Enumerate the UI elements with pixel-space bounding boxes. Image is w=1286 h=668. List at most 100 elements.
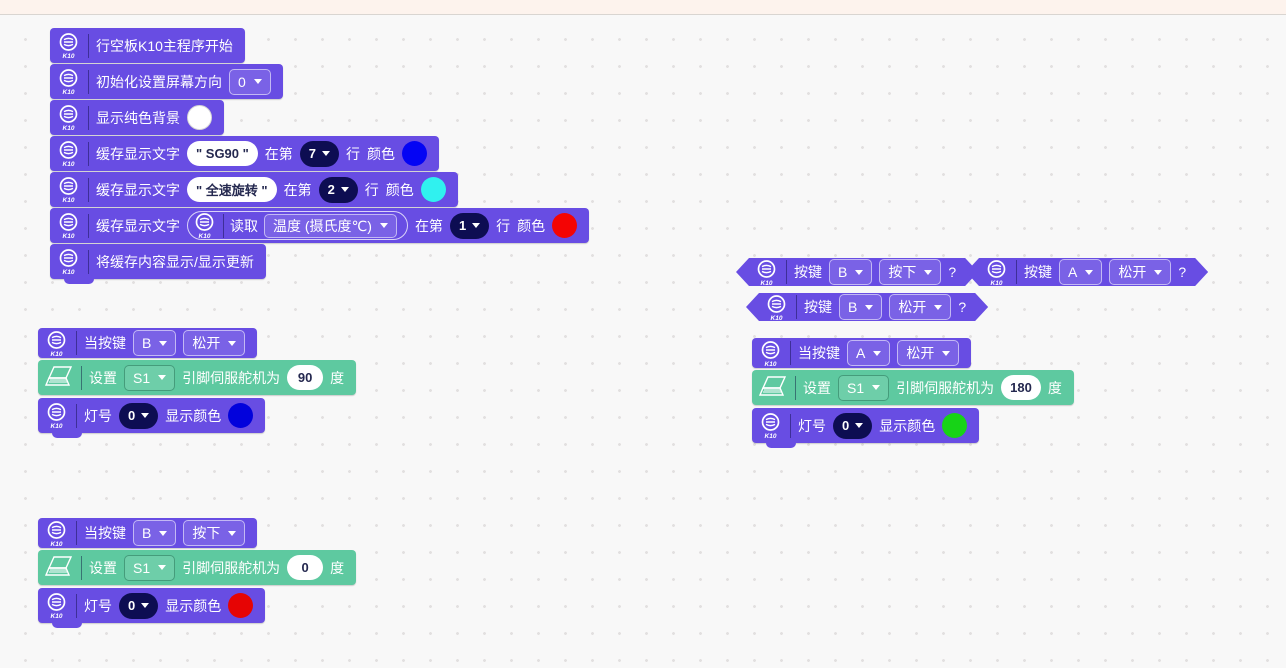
led-index-dropdown[interactable]: 0 [119,402,159,429]
text-color-swatch[interactable] [552,213,578,238]
separator [795,375,796,400]
block-led-color-red[interactable]: K10 灯号 0 显示颜色 [38,588,266,628]
block-label: 颜色 [517,217,546,234]
led-color-swatch[interactable] [228,403,254,428]
block-when-key-b-release[interactable]: K10 当按键 B 松开 [38,316,258,358]
line-number-dropdown[interactable]: 7 [299,140,340,167]
block-set-servo-180[interactable]: 设置 S1 引脚伺服舵机为 180 度 [752,370,1074,405]
k10-board-icon: K10 [56,140,81,167]
block-set-servo-0[interactable]: 设置 S1 引脚伺服舵机为 0 度 [38,550,357,585]
block-label: 在第 [283,181,312,198]
key-dropdown[interactable]: B [133,520,177,546]
laptop-icon [44,555,74,580]
led-color-swatch[interactable] [942,413,968,438]
led-index-dropdown[interactable]: 0 [833,412,873,439]
block-init-screen-direction[interactable]: K10 初始化设置屏幕方向 0 [50,64,283,99]
servo-pin-dropdown[interactable]: S1 [124,364,176,391]
block-label: 度 [1047,379,1062,396]
key-state-dropdown[interactable]: 松开 [897,340,960,366]
block-bool-key-b-released[interactable]: K10 按键 B 松开 ? [746,293,988,321]
block-label: 行 [364,181,379,198]
block-cache-text-fullspeed[interactable]: K10 缓存显示文字 " 全速旋转 " 在第 2 行 颜色 [50,172,458,207]
servo-pin-dropdown[interactable]: S1 [838,374,890,401]
separator [790,341,791,365]
servo-angle-input[interactable]: 90 [287,365,324,390]
block-label: 缓存显示文字 [96,145,180,162]
text-color-swatch[interactable] [402,141,428,166]
question-mark-label: ? [948,264,957,280]
dropdown-value: A [1068,264,1078,280]
block-when-key-a-release[interactable]: K10 当按键 A 松开 [752,326,972,368]
servo-angle-input[interactable]: 180 [1001,375,1041,400]
dropdown-caret-icon [253,79,262,84]
dropdown-value: B [142,525,152,541]
block-show-solid-background[interactable]: K10 显示纯色背景 [50,100,224,135]
key-state-dropdown[interactable]: 松开 [183,330,246,356]
text-color-swatch[interactable] [420,177,446,202]
key-dropdown[interactable]: B [133,330,177,356]
block-label: 行空板K10主程序开始 [96,37,233,54]
block-led-color-green[interactable]: K10 灯号 0 显示颜色 [752,408,980,448]
key-dropdown[interactable]: B [839,294,882,320]
block-label: 当按键 [84,335,126,351]
read-sensor-reporter-block[interactable]: K10 读取 温度 (摄氏度℃) [187,211,408,240]
separator [81,365,82,390]
servo-pin-dropdown[interactable]: S1 [124,554,176,581]
question-mark-label: ? [1178,264,1187,280]
block-bool-key-a-released[interactable]: K10 按键 A 松开 ? [966,258,1208,286]
block-bool-key-b-pressed[interactable]: K10 按键 B 按下 ? [736,258,978,286]
block-cache-text-sg90[interactable]: K10 缓存显示文字 " SG90 " 在第 7 行 颜色 [50,136,440,171]
dropdown-value: 松开 [1118,264,1147,280]
svg-text:K10: K10 [63,233,75,239]
block-label: 显示颜色 [165,597,222,614]
svg-text:K10: K10 [771,315,783,321]
separator [88,69,89,94]
k10-board-icon: K10 [758,412,783,439]
block-label: 灯号 [798,417,826,434]
dropdown-caret-icon [865,305,873,310]
key-state-dropdown[interactable]: 按下 [879,259,941,285]
key-dropdown[interactable]: A [1059,259,1102,285]
line-number-dropdown[interactable]: 1 [449,212,490,239]
block-led-color-blue[interactable]: K10 灯号 0 显示颜色 [38,398,266,438]
screen-direction-dropdown[interactable]: 0 [229,68,271,95]
laptop-icon [44,365,74,390]
separator [88,105,89,130]
k10-board-icon: K10 [44,592,69,619]
dropdown-caret-icon [141,603,150,608]
dropdown-caret-icon [855,423,864,428]
dropdown-value: 按下 [192,525,221,541]
dropdown-value: S1 [133,559,151,576]
led-color-swatch[interactable] [228,593,254,618]
block-k10-main-start[interactable]: K10 行空板K10主程序开始 [50,16,245,63]
svg-text:K10: K10 [765,433,777,439]
svg-text:K10: K10 [63,197,75,203]
dropdown-value: 松开 [898,299,927,315]
key-dropdown[interactable]: B [829,259,872,285]
key-state-dropdown[interactable]: 按下 [183,520,246,546]
k10-board-icon: K10 [44,330,69,357]
text-input[interactable]: " SG90 " [187,141,258,166]
dropdown-caret-icon [158,565,167,570]
key-dropdown[interactable]: A [847,340,891,366]
block-label: 灯号 [84,597,112,614]
key-state-dropdown[interactable]: 松开 [1109,259,1171,285]
key-state-dropdown[interactable]: 松开 [889,294,951,320]
background-color-swatch[interactable] [187,105,212,130]
dropdown-caret-icon [934,305,942,310]
dropdown-caret-icon [1085,270,1093,275]
servo-angle-input[interactable]: 0 [287,555,324,580]
block-label: 将缓存内容显示/显示更新 [96,253,254,270]
svg-text:K10: K10 [991,280,1003,286]
block-set-servo-90[interactable]: 设置 S1 引脚伺服舵机为 90 度 [38,360,357,395]
block-when-key-b-press[interactable]: K10 当按键 B 按下 [38,506,258,548]
separator [81,555,82,580]
sensor-dropdown[interactable]: 温度 (摄氏度℃) [264,213,397,238]
led-index-dropdown[interactable]: 0 [119,592,159,619]
text-input[interactable]: " 全速旋转 " [187,177,277,202]
block-update-display[interactable]: K10 将缓存内容显示/显示更新 [50,244,266,284]
block-label: 当按键 [84,525,126,541]
line-number-dropdown[interactable]: 2 [318,176,358,203]
block-cache-text-temperature[interactable]: K10 缓存显示文字 K10 读取 温度 (摄氏度℃) 在第 1 [50,208,590,243]
separator [88,177,89,202]
